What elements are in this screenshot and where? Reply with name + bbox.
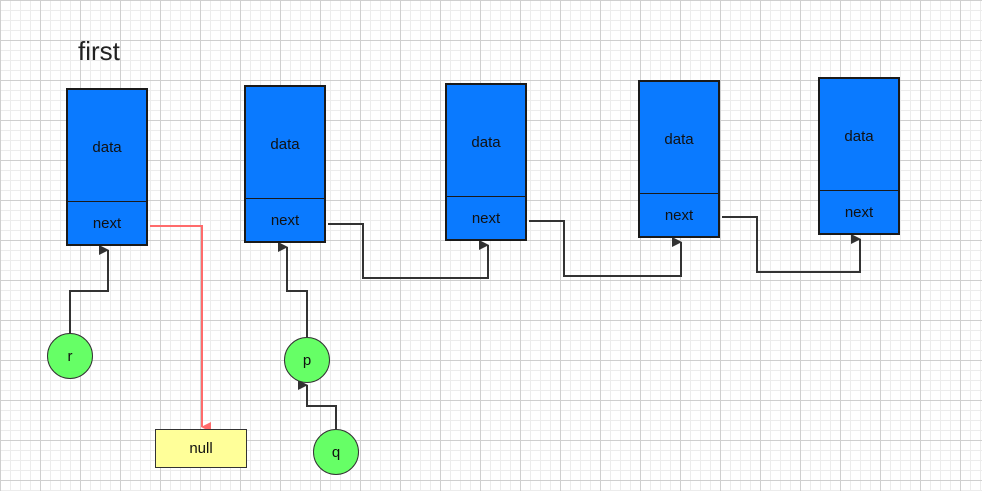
- link-p-to-node2: [278, 242, 308, 337]
- link-node2-to-node3: [328, 223, 489, 279]
- pointer-q: q: [313, 429, 359, 475]
- list-node-5: data next: [818, 77, 900, 235]
- node-data-field: data: [844, 127, 874, 145]
- node-next-field: next: [68, 201, 146, 244]
- diagram-title: first: [78, 36, 120, 66]
- null-box: null: [155, 429, 247, 468]
- node-next-field: next: [640, 193, 718, 236]
- node-data-field: data: [664, 130, 694, 148]
- pointer-r: r: [47, 333, 93, 379]
- link-node1-to-null: [150, 225, 211, 432]
- link-node4-to-node5: [722, 216, 861, 273]
- node-data-field: data: [270, 135, 300, 153]
- node-next-field: next: [820, 190, 898, 233]
- node-data-field: data: [92, 138, 122, 156]
- link-q-to-p: [298, 380, 337, 429]
- link-r-to-node1: [69, 245, 109, 333]
- node-next-field: next: [246, 198, 324, 241]
- node-data-field: data: [471, 133, 501, 151]
- list-node-4: data next: [638, 80, 720, 238]
- node-next-field: next: [447, 196, 525, 239]
- link-node3-to-node4: [529, 220, 682, 277]
- list-node-1: data next: [66, 88, 148, 246]
- list-node-3: data next: [445, 83, 527, 241]
- pointer-p: p: [284, 337, 330, 383]
- list-node-2: data next: [244, 85, 326, 243]
